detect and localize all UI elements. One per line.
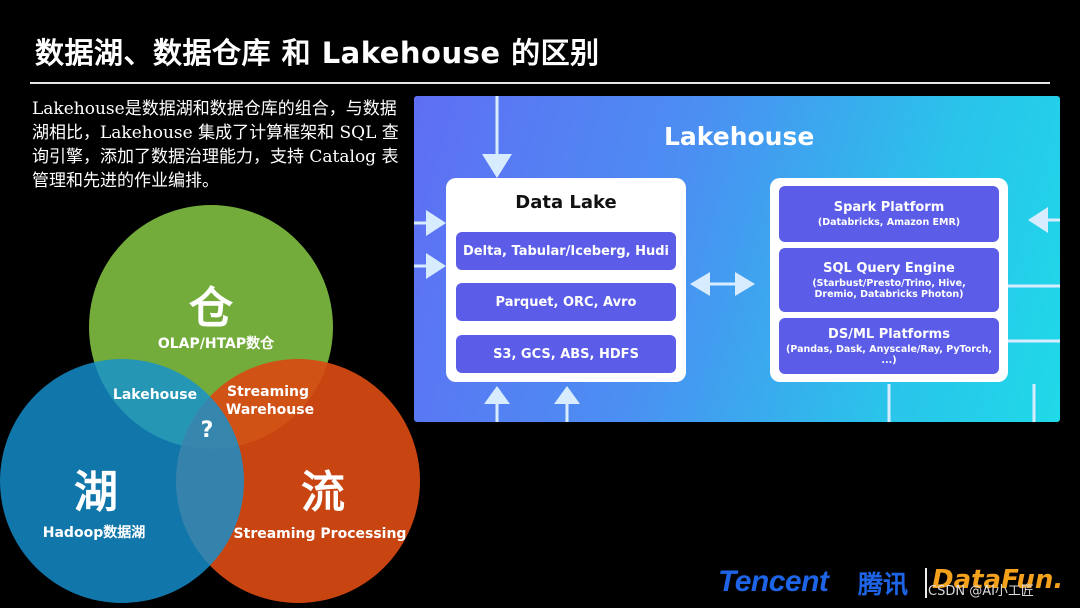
platform-spark: Spark Platform (Databricks, Amazon EMR) xyxy=(779,186,999,242)
lake-label: Hadoop数据湖 xyxy=(43,524,145,541)
stream-circle xyxy=(176,359,420,603)
venn-diagram: 仓 OLAP/HTAP数仓 Lakehouse Streaming Wareho… xyxy=(0,205,420,603)
streaming-warehouse-line2: Warehouse xyxy=(226,402,314,418)
title-divider xyxy=(30,82,1050,84)
warehouse-big-char: 仓 xyxy=(189,283,234,334)
lake-circle xyxy=(0,359,244,603)
warehouse-label: OLAP/HTAP数仓 xyxy=(158,335,275,352)
tencent-logo-cn: 腾讯 xyxy=(858,570,909,599)
lakehouse-architecture: Lakehouse Data Lake Delta, Tabular/Icebe… xyxy=(414,96,1060,422)
data-lake-item: Delta, Tabular/Iceberg, Hudi xyxy=(456,232,676,270)
lake-big-char: 湖 xyxy=(74,467,118,518)
data-lake-item: S3, GCS, ABS, HDFS xyxy=(456,335,676,373)
slide-title: 数据湖、数据仓库 和 Lakehouse 的区别 xyxy=(35,36,600,70)
data-lake-title: Data Lake xyxy=(515,192,617,213)
center-question-mark: ? xyxy=(201,418,214,443)
platform-dsml: DS/ML Platforms (Pandas, Dask, Anyscale/… xyxy=(779,318,999,374)
lakehouse-overlap-label: Lakehouse xyxy=(113,387,197,403)
platforms-card: Spark Platform (Databricks, Amazon EMR) … xyxy=(770,178,1008,382)
streaming-warehouse-line1: Streaming xyxy=(227,384,309,400)
stream-big-char: 流 xyxy=(301,467,345,518)
platform-sql-engine: SQL Query Engine (Starbust/Presto/Trino,… xyxy=(779,248,999,312)
logo-divider xyxy=(925,568,927,598)
csdn-watermark: CSDN @AI小工匠 xyxy=(928,584,1034,599)
data-lake-card: Data Lake Delta, Tabular/Iceberg, Hudi P… xyxy=(446,178,686,382)
datafun-logo: DataFun. xyxy=(932,565,1064,595)
data-lake-item: Parquet, ORC, Avro xyxy=(456,283,676,321)
intro-paragraph: Lakehouse是数据湖和数据仓库的组合，与数据湖相比，Lakehouse 集… xyxy=(32,99,399,191)
stream-label: Streaming Processing xyxy=(234,526,407,542)
tencent-logo: Tencent xyxy=(718,565,829,598)
lakehouse-arrows xyxy=(414,96,1060,422)
lakehouse-title: Lakehouse xyxy=(664,122,815,151)
